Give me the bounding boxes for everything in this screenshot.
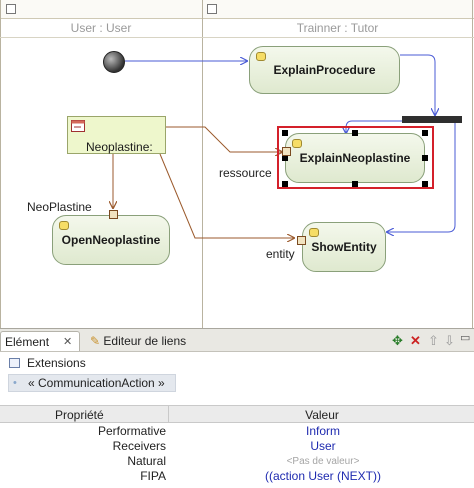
selection-handle[interactable] (352, 181, 358, 187)
maximize-icon[interactable]: ▭ (460, 332, 471, 344)
object-node-label: Neoplastine: (86, 140, 153, 154)
table-row[interactable]: Natural <Pas de valeur> (0, 454, 474, 469)
selection-handle[interactable] (282, 155, 288, 161)
table-row[interactable]: FIPA ((action User (NEXT)) (0, 469, 474, 484)
pencil-icon: ✎ (90, 334, 101, 348)
column-header-value[interactable]: Valeur (168, 405, 474, 423)
diagram-top-strip (0, 0, 474, 19)
move-down-icon[interactable]: ⇩ (444, 333, 455, 348)
activity-diagram[interactable]: User : User Trainner : Tutor ExplainProc… (0, 0, 474, 328)
input-pin-entity[interactable] (297, 236, 306, 245)
extensions-label: Extensions (27, 356, 86, 370)
property-value[interactable]: ((action User (NEXT)) (264, 469, 381, 483)
objflow-to-entity-pin (159, 153, 294, 238)
close-icon[interactable]: ✕ (63, 336, 73, 348)
stereotype-label: « CommunicationAction » (28, 376, 165, 390)
flow-fork-to-showentity (387, 121, 456, 232)
action-explain-neoplastine[interactable]: ExplainNeoplastine (285, 133, 425, 183)
bullet-icon: • (13, 377, 17, 389)
selection-handle[interactable] (422, 181, 428, 187)
property-name: FIPA (140, 469, 166, 483)
delete-icon[interactable]: ✕ (410, 333, 421, 348)
action-explain-procedure[interactable]: ExplainProcedure (249, 46, 400, 94)
selection-handle[interactable] (282, 181, 288, 187)
action-label: ExplainNeoplastine (299, 151, 411, 165)
property-value[interactable]: User (310, 439, 336, 453)
header-label: Valeur (305, 408, 339, 422)
lane-border-left (0, 0, 1, 328)
selection-handle[interactable] (282, 130, 288, 136)
selection-handle[interactable] (422, 130, 428, 136)
objflow-to-ressource (166, 126, 282, 152)
property-name: Natural (127, 454, 166, 468)
property-name: Performative (97, 424, 166, 438)
pin-label-entity: entity (266, 247, 295, 261)
action-icon (256, 52, 266, 61)
pin-label-neoplastine: NeoPlastine (27, 200, 92, 214)
action-icon (292, 139, 302, 148)
property-name: Receivers (112, 439, 166, 453)
pin-label-ressource: ressource (219, 166, 272, 180)
properties-panel: Elément ✕ ✎ Editeur de liens ✥ ✕ ⇧ ⇩ ▭ E… (0, 328, 474, 488)
lane-header-separator (0, 37, 474, 38)
tab-label: Editeur de liens (103, 334, 187, 348)
header-label: Propriété (55, 408, 104, 422)
input-pin-ressource[interactable] (282, 147, 291, 156)
collapse-lane-toggle[interactable] (6, 4, 16, 14)
selection-handle[interactable] (422, 155, 428, 161)
tab-link-editor[interactable]: ✎ Editeur de liens (86, 331, 198, 351)
property-value[interactable]: <Pas de valeur> (286, 456, 360, 467)
action-icon (309, 228, 319, 237)
input-pin-neoplastine[interactable] (109, 210, 118, 219)
collapse-lane-toggle[interactable] (207, 4, 217, 14)
tab-label: Elément (5, 335, 50, 349)
stereotype-chip[interactable]: • « CommunicationAction » (8, 374, 176, 392)
object-node-neoplastine[interactable]: Neoplastine: (67, 116, 166, 154)
extensions-icon (9, 358, 20, 368)
object-node-icon (71, 120, 85, 132)
add-stereotype-icon[interactable]: ✥ (392, 333, 403, 348)
initial-node[interactable] (103, 51, 125, 73)
selection-handle[interactable] (352, 130, 358, 136)
panel-tab-bar: Elément ✕ ✎ Editeur de liens ✥ ✕ ⇧ ⇩ ▭ (0, 328, 474, 352)
action-label: OpenNeoplastine (61, 233, 161, 247)
table-row[interactable]: Receivers User (0, 439, 474, 454)
action-show-entity[interactable]: ShowEntity (302, 222, 386, 272)
property-value[interactable]: Inform (305, 424, 340, 438)
fork-bar[interactable] (402, 116, 462, 123)
flow-explainprocedure-to-fork (400, 54, 435, 115)
lane-title-tutor: Trainner : Tutor (296, 21, 379, 35)
selection-highlight (277, 126, 434, 189)
lane-divider (202, 0, 203, 328)
column-header-property[interactable]: Propriété (0, 405, 168, 423)
lane-title-user: User : User (70, 21, 132, 35)
action-label: ShowEntity (311, 240, 377, 254)
lane-border-right (472, 0, 473, 328)
action-label: ExplainProcedure (273, 63, 376, 77)
action-open-neoplastine[interactable]: OpenNeoplastine (52, 215, 170, 265)
tab-element[interactable]: Elément ✕ (0, 331, 80, 351)
table-row[interactable]: Performative Inform (0, 424, 474, 439)
move-up-icon[interactable]: ⇧ (428, 333, 439, 348)
action-icon (59, 221, 69, 230)
